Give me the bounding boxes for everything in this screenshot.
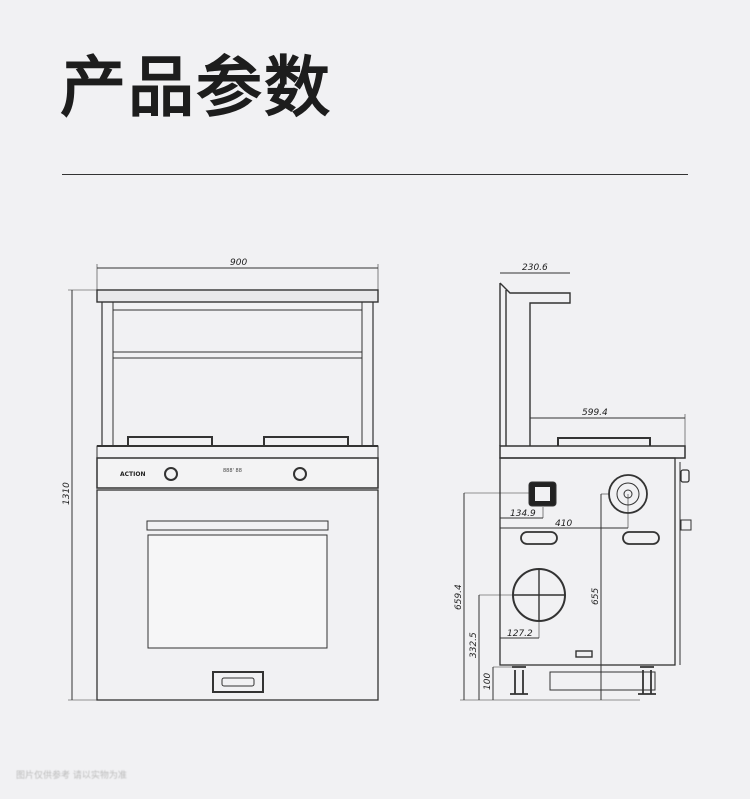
left-knob	[164, 467, 178, 481]
control-display: 888' 88	[223, 468, 242, 474]
right-knob	[293, 467, 307, 481]
title-divider	[62, 174, 688, 175]
dim-100: 100	[483, 673, 493, 690]
front-view: 900 1310 ACTION 888' 88	[62, 258, 379, 701]
width-dimension: 900	[230, 258, 247, 268]
depth-dimension: 599.4	[582, 408, 608, 418]
side-view: 230.6 599.4 134.9 410 659.4 655	[454, 263, 692, 701]
brand-logo: ACTION	[120, 471, 146, 478]
top-depth-dimension: 230.6	[522, 263, 548, 273]
dim-655: 655	[591, 588, 601, 605]
dim-410: 410	[555, 519, 572, 529]
dim-134-9: 134.9	[510, 509, 536, 519]
height-dimension: 1310	[62, 482, 72, 505]
dim-659-4: 659.4	[454, 584, 464, 610]
dim-127-2: 127.2	[507, 629, 533, 639]
dim-332-5: 332.5	[469, 632, 479, 658]
watermark: 图片仅供参考 请以实物为准	[16, 771, 127, 781]
page-title: 产品参数	[60, 49, 332, 126]
